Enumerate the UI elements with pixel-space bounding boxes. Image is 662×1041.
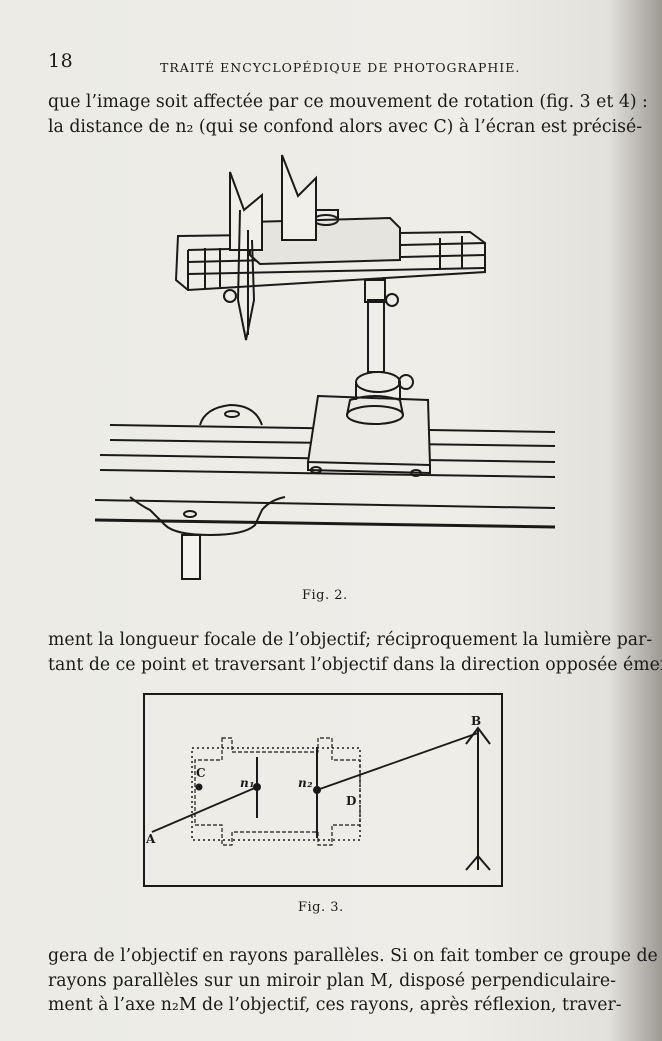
label-B: B [471,714,482,728]
text-line: tant de ce point et traversant l’objecti… [48,654,662,675]
text-line: la distance de n₂ (qui se confond alors … [48,116,643,137]
label-n1: n₁ [240,776,255,790]
text-line: gera de l’objectif en rayons parallèles.… [48,946,658,966]
text-line: que l’image soit affectée par ce mouveme… [48,92,648,112]
paragraph-bottom: gera de l’objectif en rayons parallèles.… [48,944,658,1018]
page-number: 18 [48,50,74,72]
paragraph-middle: ment la longueur focale de l’objectif; r… [48,628,662,677]
text-line: rayons parallèles sur un miroir plan M, … [48,970,616,991]
text-line: ment à l’axe n₂M de l’objectif, ces rayo… [48,995,622,1015]
figure-2-caption: Fig. 2. [302,588,348,603]
label-n2: n₂ [298,776,313,790]
label-D: D [346,794,357,808]
label-A: A [146,832,156,846]
figure-3-caption: Fig. 3. [298,900,344,915]
text-line: ment la longueur focale de l’objectif; r… [48,630,653,650]
figure-3-diagram [143,693,503,887]
label-C: C [196,766,207,780]
figure-2-illustration [94,154,556,580]
paragraph-top: que l’image soit affectée par ce mouveme… [48,90,648,139]
running-title: TRAITÉ ENCYCLOPÉDIQUE DE PHOTOGRAPHIE. [160,60,521,75]
